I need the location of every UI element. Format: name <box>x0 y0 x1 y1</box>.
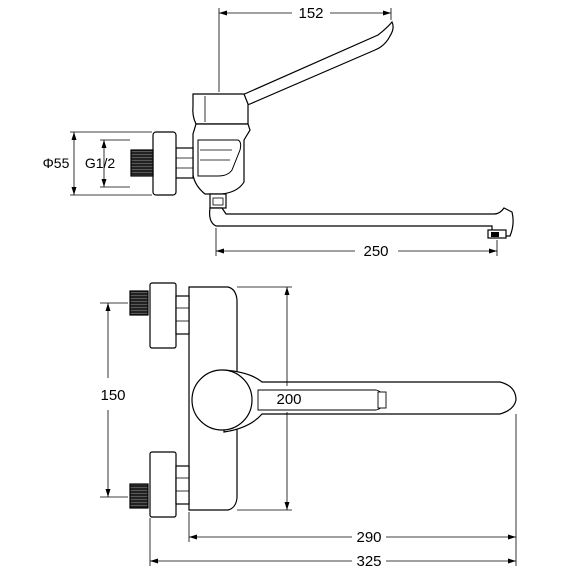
spout-joint <box>209 193 227 209</box>
dimension-overall-width: 325 <box>149 518 516 568</box>
top-inlet-connector <box>129 282 190 349</box>
wall-flange <box>152 131 177 196</box>
front-view: 150 200 290 325 <box>100 282 517 568</box>
lever-handle <box>239 20 394 106</box>
dimension-handle-length: 152 <box>218 5 392 92</box>
dimension-spout-from-body: 290 <box>188 414 517 566</box>
dim-label-flange-diameter: Φ55 <box>43 155 70 171</box>
threaded-connector <box>130 149 154 177</box>
side-view: 152 Φ55 <box>43 5 514 260</box>
dimension-body-height: 200 <box>237 286 302 511</box>
dim-label-152: 152 <box>298 5 323 22</box>
spout-front <box>223 369 517 433</box>
dim-label-250: 250 <box>363 243 388 260</box>
dim-label-200: 200 <box>276 391 301 408</box>
bottom-inlet-connector <box>129 451 190 518</box>
dim-label-thread: G1/2 <box>85 155 116 171</box>
dim-label-290: 290 <box>356 529 381 546</box>
handle-base <box>192 93 249 125</box>
dim-label-325: 325 <box>356 553 381 568</box>
valve-knob <box>191 369 253 431</box>
dim-label-150: 150 <box>100 387 125 404</box>
dimension-spout-reach: 250 <box>215 228 498 260</box>
dimension-inlet-spacing: 150 <box>100 302 128 498</box>
valve-body <box>192 123 251 195</box>
coupling-nut <box>175 147 194 179</box>
spout-side <box>209 207 514 237</box>
dimension-flange-diameter: Φ55 G1/2 <box>43 131 152 196</box>
